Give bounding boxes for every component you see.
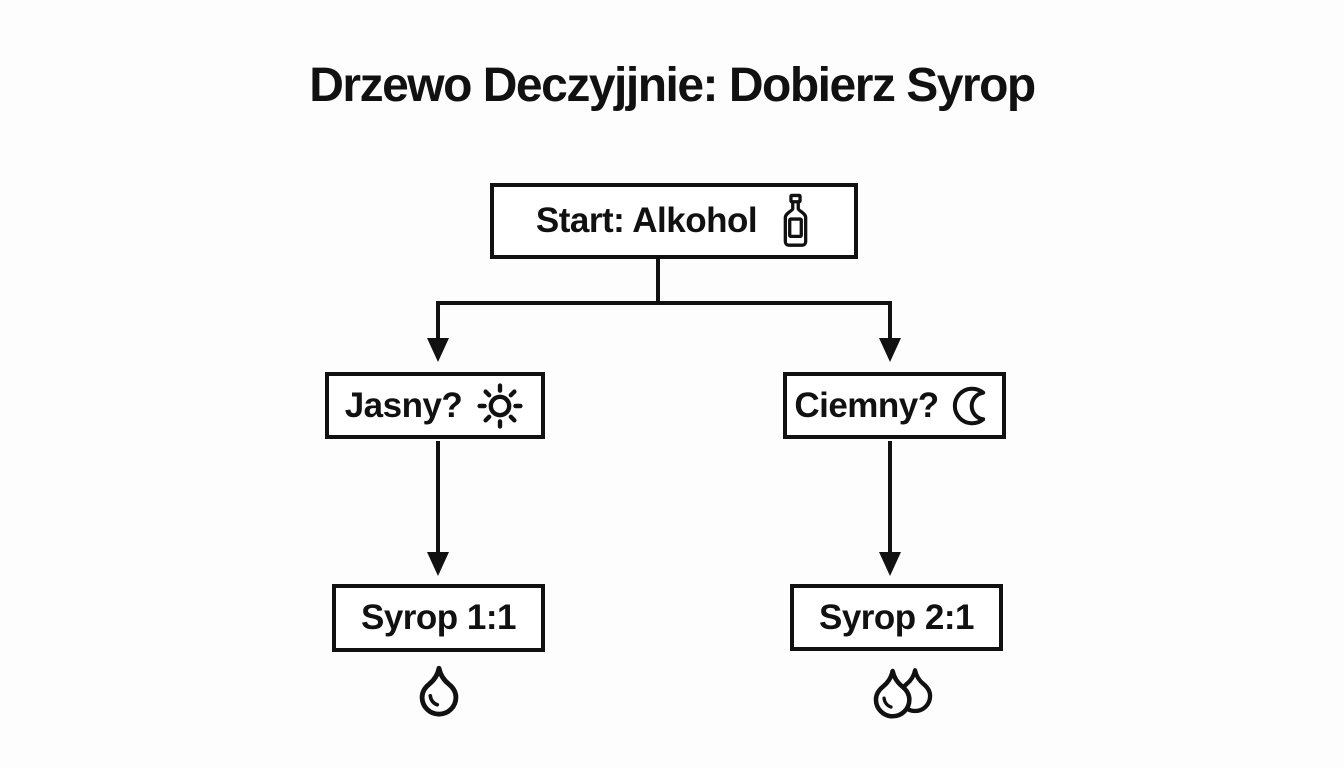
node-start-alkohol: Start: Alkohol — [490, 183, 858, 259]
node-jasny-label: Jasny? — [344, 385, 463, 425]
node-syrop-1-1-label: Syrop 1:1 — [361, 598, 517, 637]
node-syrop-2-1: Syrop 2:1 — [790, 584, 1003, 651]
arrowhead-left-branch — [427, 338, 449, 362]
page-title: Drzewo Deczyjjnie: Dobierz Syrop — [309, 59, 1036, 112]
bottle-icon — [783, 193, 808, 247]
node-syrop-1-1: Syrop 1:1 — [332, 584, 545, 652]
droplets-icon — [873, 668, 933, 719]
moon-icon — [952, 386, 985, 425]
arrowhead-left-result — [427, 552, 449, 576]
droplet-icon — [419, 665, 459, 717]
node-ciemny-label: Ciemny? — [794, 385, 939, 425]
node-start-label: Start: Alkohol — [535, 201, 758, 240]
node-jasny: Jasny? — [325, 372, 545, 439]
arrowhead-right-result — [879, 552, 901, 576]
node-ciemny: Ciemny? — [783, 372, 1006, 439]
sun-icon — [477, 382, 523, 429]
arrowhead-right-branch — [879, 338, 901, 362]
node-syrop-2-1-label: Syrop 2:1 — [819, 597, 975, 637]
